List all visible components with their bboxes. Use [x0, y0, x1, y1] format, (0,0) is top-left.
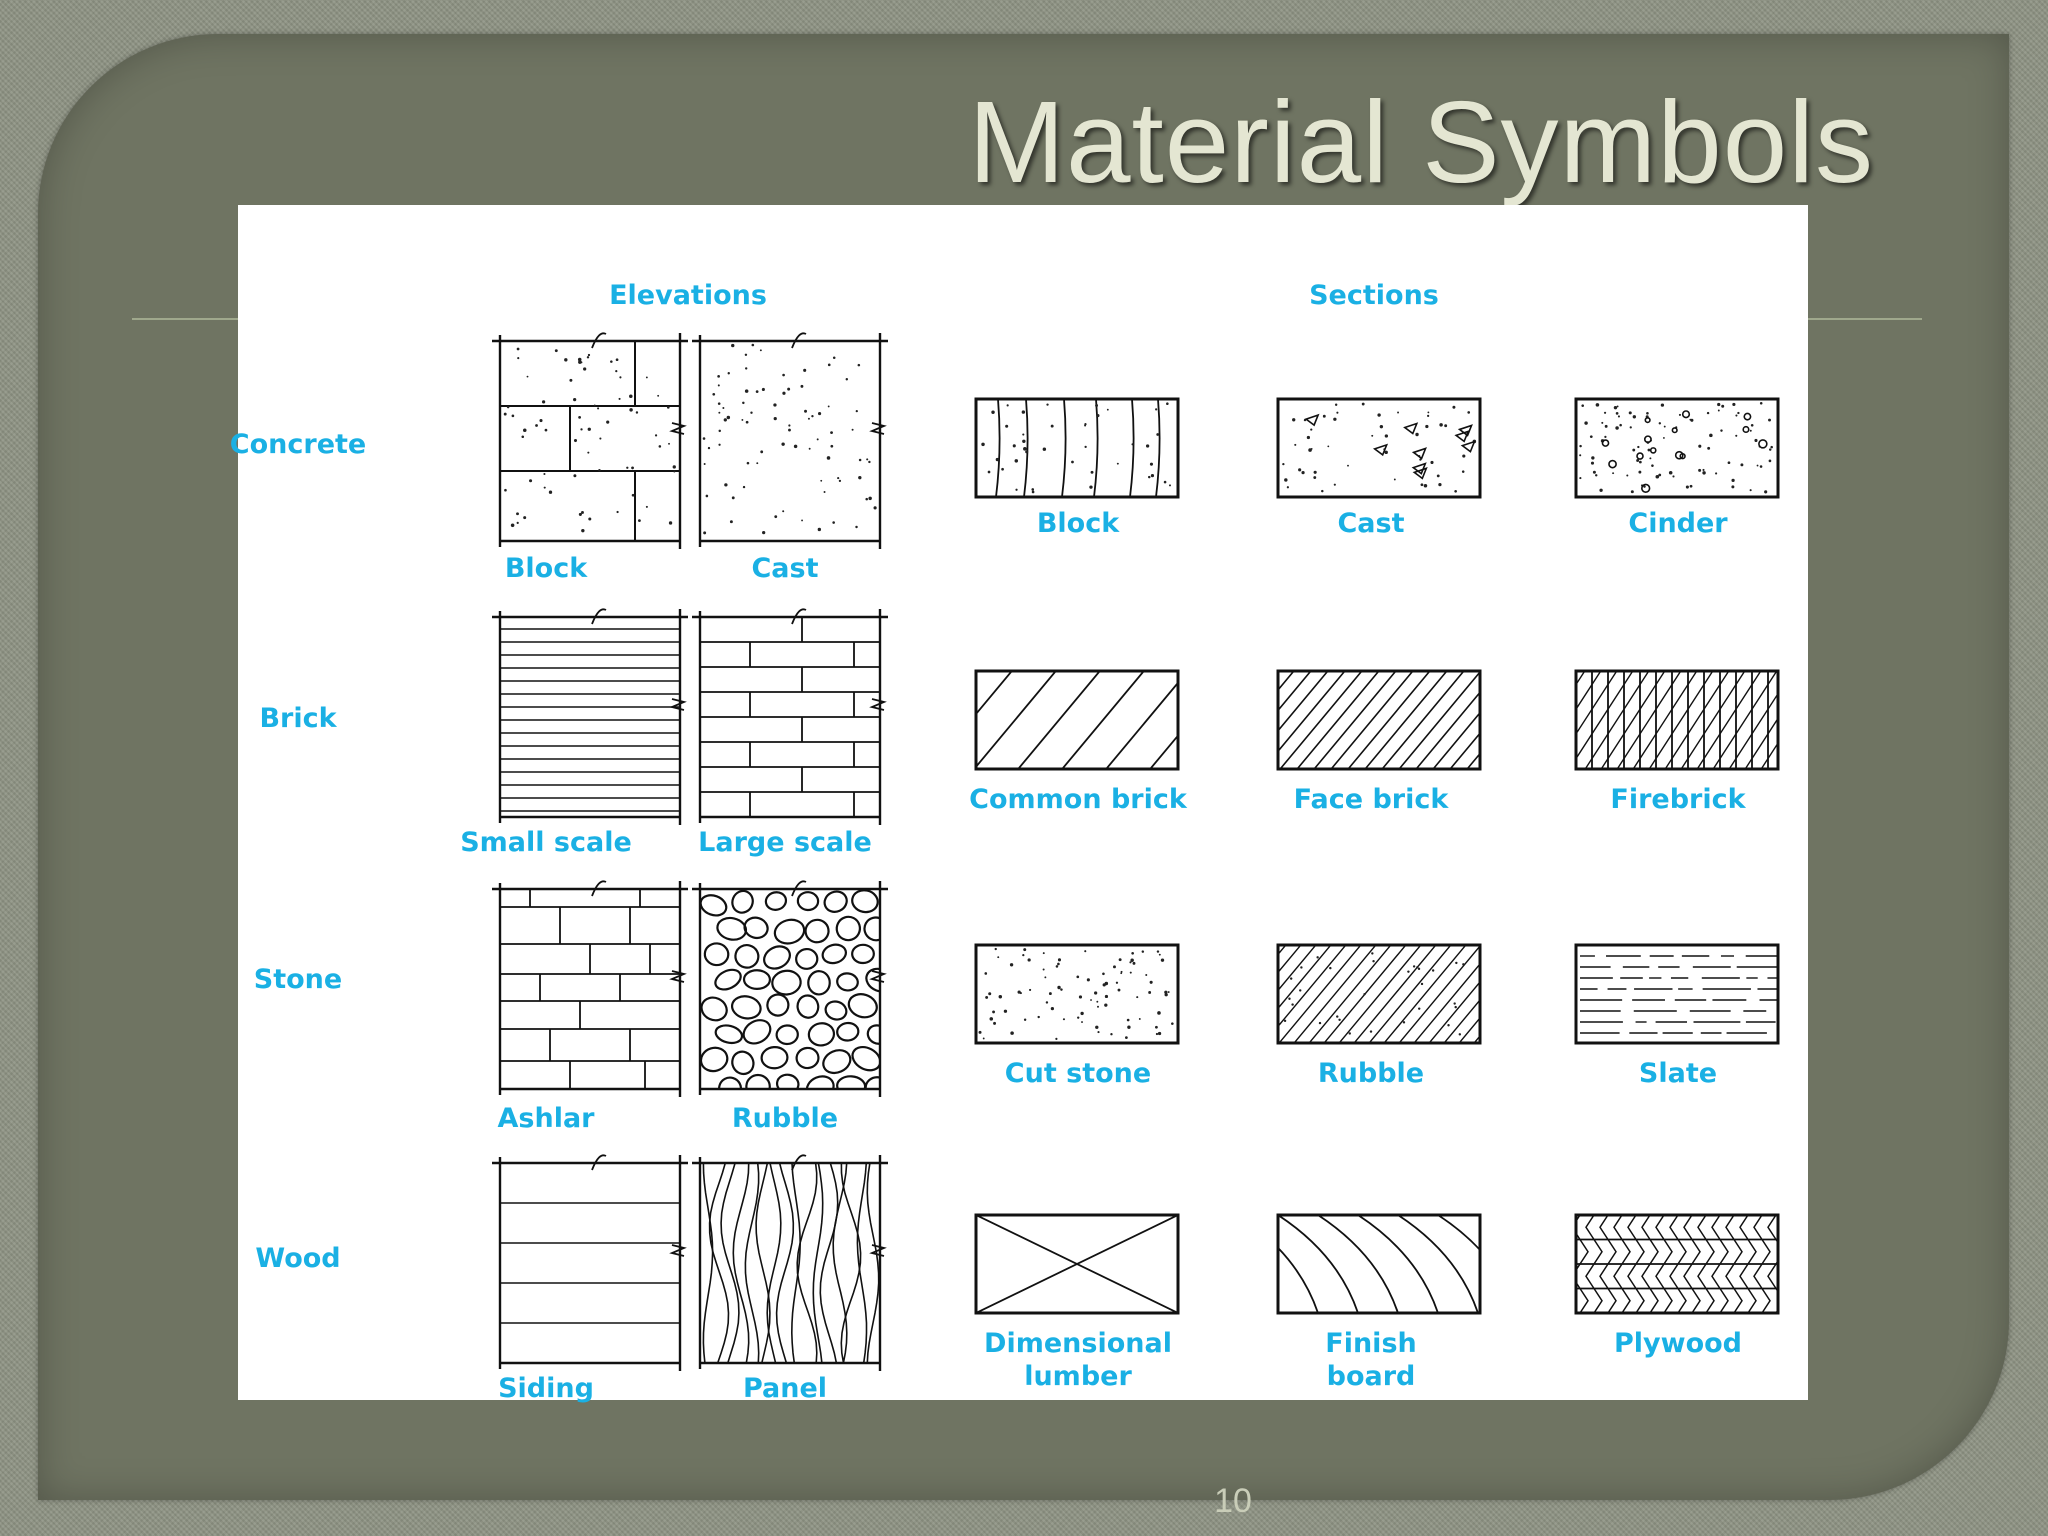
sec-concrete-cast-symbol — [1276, 397, 1482, 499]
sec-concrete-cinder-symbol — [1574, 397, 1780, 499]
row-label-concrete: Concrete — [229, 429, 367, 460]
sec-stone-slate-symbol — [1574, 943, 1780, 1045]
material-symbols-figure: Elevations Sections Concrete Brick Stone… — [230, 205, 1808, 1404]
heading-sections: Sections — [1309, 280, 1439, 311]
sec-brick-common: Common brick — [969, 784, 1187, 815]
row-label-brick: Brick — [259, 703, 337, 734]
sec-concrete-block-symbol — [974, 397, 1180, 499]
slide: Material Symbols Elevations Sections Con… — [38, 34, 2009, 1520]
sec-wood-plywood: Plywood — [1613, 1328, 1742, 1359]
sec-wood-dimensional-symbol — [974, 1213, 1180, 1315]
sec-brick-fire-symbol — [1574, 669, 1780, 771]
sec-brick-common-symbol — [974, 669, 1180, 771]
sec-brick-face-symbol — [1276, 669, 1482, 771]
symbols-drawing — [492, 332, 1780, 1371]
row-label-wood: Wood — [255, 1243, 341, 1274]
elev-wood-panel: Panel — [742, 1373, 828, 1404]
elev-stone-ashlar: Ashlar — [497, 1103, 595, 1134]
sec-stone-rubble-symbol — [1276, 943, 1482, 1045]
sec-brick-face: Face brick — [1293, 784, 1449, 815]
heading-elevations: Elevations — [609, 280, 767, 311]
sec-wood-plywood-symbol — [1574, 1213, 1780, 1315]
sec-stone-slate: Slate — [1638, 1058, 1718, 1089]
elev-brick-small-symbol — [492, 608, 688, 825]
elev-stone-ashlar-symbol — [492, 880, 688, 1097]
page-number: 10 — [1214, 1482, 1252, 1520]
elev-wood-siding-symbol — [492, 1154, 688, 1371]
elev-concrete-block: Block — [504, 553, 588, 584]
sec-stone-cut: Cut stone — [1004, 1058, 1152, 1089]
elev-wood-panel-symbol — [692, 1154, 888, 1371]
elev-concrete-block-symbol — [492, 332, 688, 549]
sec-wood-finish-symbol — [1276, 1213, 1482, 1315]
elev-wood-siding: Siding — [498, 1373, 594, 1404]
elev-brick-large-symbol — [692, 608, 888, 825]
sec-wood-dimensional: Dimensional lumber — [984, 1328, 1172, 1392]
elev-brick-small: Small scale — [460, 827, 632, 858]
sec-stone-cut-symbol — [974, 943, 1180, 1045]
sec-concrete-block: Block — [1036, 508, 1120, 539]
sec-wood-finish: Finish board — [1325, 1328, 1417, 1392]
elev-stone-rubble: Rubble — [731, 1103, 839, 1134]
elev-brick-large: Large scale — [698, 827, 872, 858]
slide-title: Material Symbols — [968, 77, 1874, 207]
sec-stone-rubble: Rubble — [1317, 1058, 1425, 1089]
elev-concrete-cast-symbol — [692, 332, 888, 549]
sec-brick-fire: Firebrick — [1610, 784, 1746, 815]
sec-concrete-cast: Cast — [1337, 508, 1405, 539]
elev-concrete-cast: Cast — [751, 553, 819, 584]
sec-concrete-cinder: Cinder — [1628, 508, 1728, 539]
row-label-stone: Stone — [253, 964, 343, 995]
elev-stone-rubble-symbol — [692, 880, 888, 1097]
